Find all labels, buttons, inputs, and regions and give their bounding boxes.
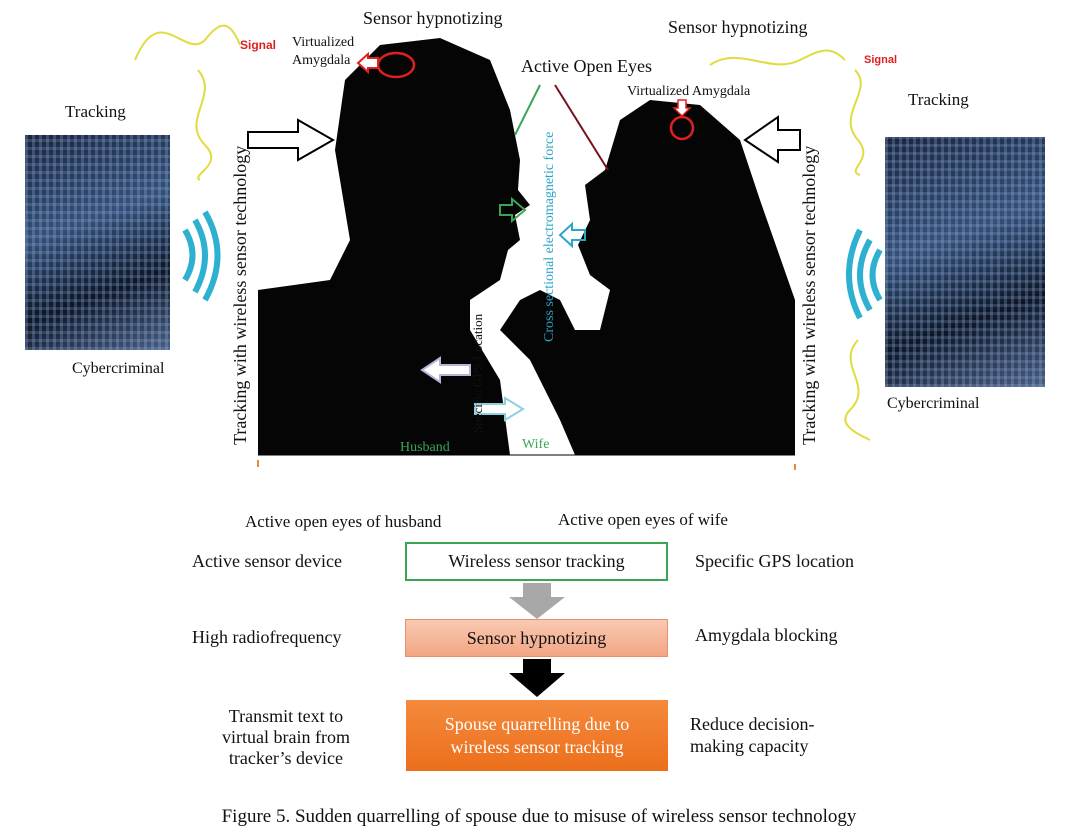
label-wife: Wife — [522, 437, 550, 452]
signal-wave-icon — [844, 339, 871, 441]
dashed-brace — [257, 460, 796, 470]
wife-silhouette — [500, 100, 795, 455]
arrow-right-icon — [499, 196, 527, 224]
flow-right-label: Specific GPS location — [695, 551, 854, 571]
label-tracking-wireless: Tracking with wireless sensor technology — [230, 145, 250, 445]
label-sensor-hypnotizing: Sensor hypnotizing — [363, 8, 503, 28]
arrow-down-icon — [509, 659, 565, 697]
label-cross-sectional-force: Cross sectional electromagnetic force — [542, 131, 557, 342]
signal-wave-icon — [134, 24, 241, 61]
flow-left-label: Active sensor device — [192, 551, 342, 571]
flow-right-label: Reduce decision- making capacity — [690, 714, 815, 756]
silhouette-illustration — [134, 24, 883, 470]
cybercriminal-image-right — [885, 137, 1045, 387]
label-tracking: Tracking — [908, 90, 969, 109]
figure-caption: Figure 5. Sudden quarrelling of spouse d… — [221, 806, 857, 827]
arrow-left-icon — [558, 221, 586, 249]
flow-right-label: Amygdala blocking — [695, 625, 838, 645]
flow-left-label: High radiofrequency — [192, 627, 342, 647]
signal-wave-icon — [195, 69, 213, 181]
label-signal: Signal — [240, 38, 277, 52]
label-tracking-wireless: Tracking with wireless sensor technology — [799, 145, 819, 445]
label-signal: Signal — [864, 54, 898, 66]
label-gps-location: Specific GPS Location — [470, 313, 485, 433]
arrow-down-icon — [509, 583, 565, 619]
label-eyes-husband: Active open eyes of husband — [245, 512, 442, 531]
husband-silhouette — [258, 38, 530, 455]
label-virtualized-amygdala: Virtualized Amygdala — [627, 84, 751, 99]
label-husband: Husband — [400, 440, 450, 455]
arrow-left-icon — [743, 115, 801, 164]
flow-box-sensor-hypnotizing: Sensor hypnotizing — [405, 619, 668, 657]
cybercriminal-image-left — [25, 135, 170, 350]
arrow-left-icon — [356, 51, 379, 75]
label-tracking: Tracking — [65, 102, 126, 121]
wireless-icon — [182, 210, 883, 320]
label-cybercriminal: Cybercriminal — [72, 360, 165, 377]
signal-wave-icon — [709, 49, 846, 66]
label-sensor-hypnotizing: Sensor hypnotizing — [668, 17, 808, 37]
arrow-right-icon — [247, 118, 336, 162]
signal-wave-icon — [849, 69, 865, 176]
arrow-right-icon — [474, 396, 525, 422]
flow-left-label: Transmit text to virtual brain from trac… — [222, 706, 350, 768]
flow-box-wireless-tracking: Wireless sensor tracking — [405, 542, 668, 581]
arrow-left-icon — [420, 356, 471, 384]
label-active-open-eyes: Active Open Eyes — [521, 56, 652, 76]
arrow-down-icon — [672, 99, 692, 118]
flow-box-spouse-quarrelling: Spouse quarrelling due to wireless senso… — [406, 700, 668, 771]
label-cybercriminal: Cybercriminal — [887, 395, 980, 412]
label-eyes-wife: Active open eyes of wife — [558, 510, 728, 529]
